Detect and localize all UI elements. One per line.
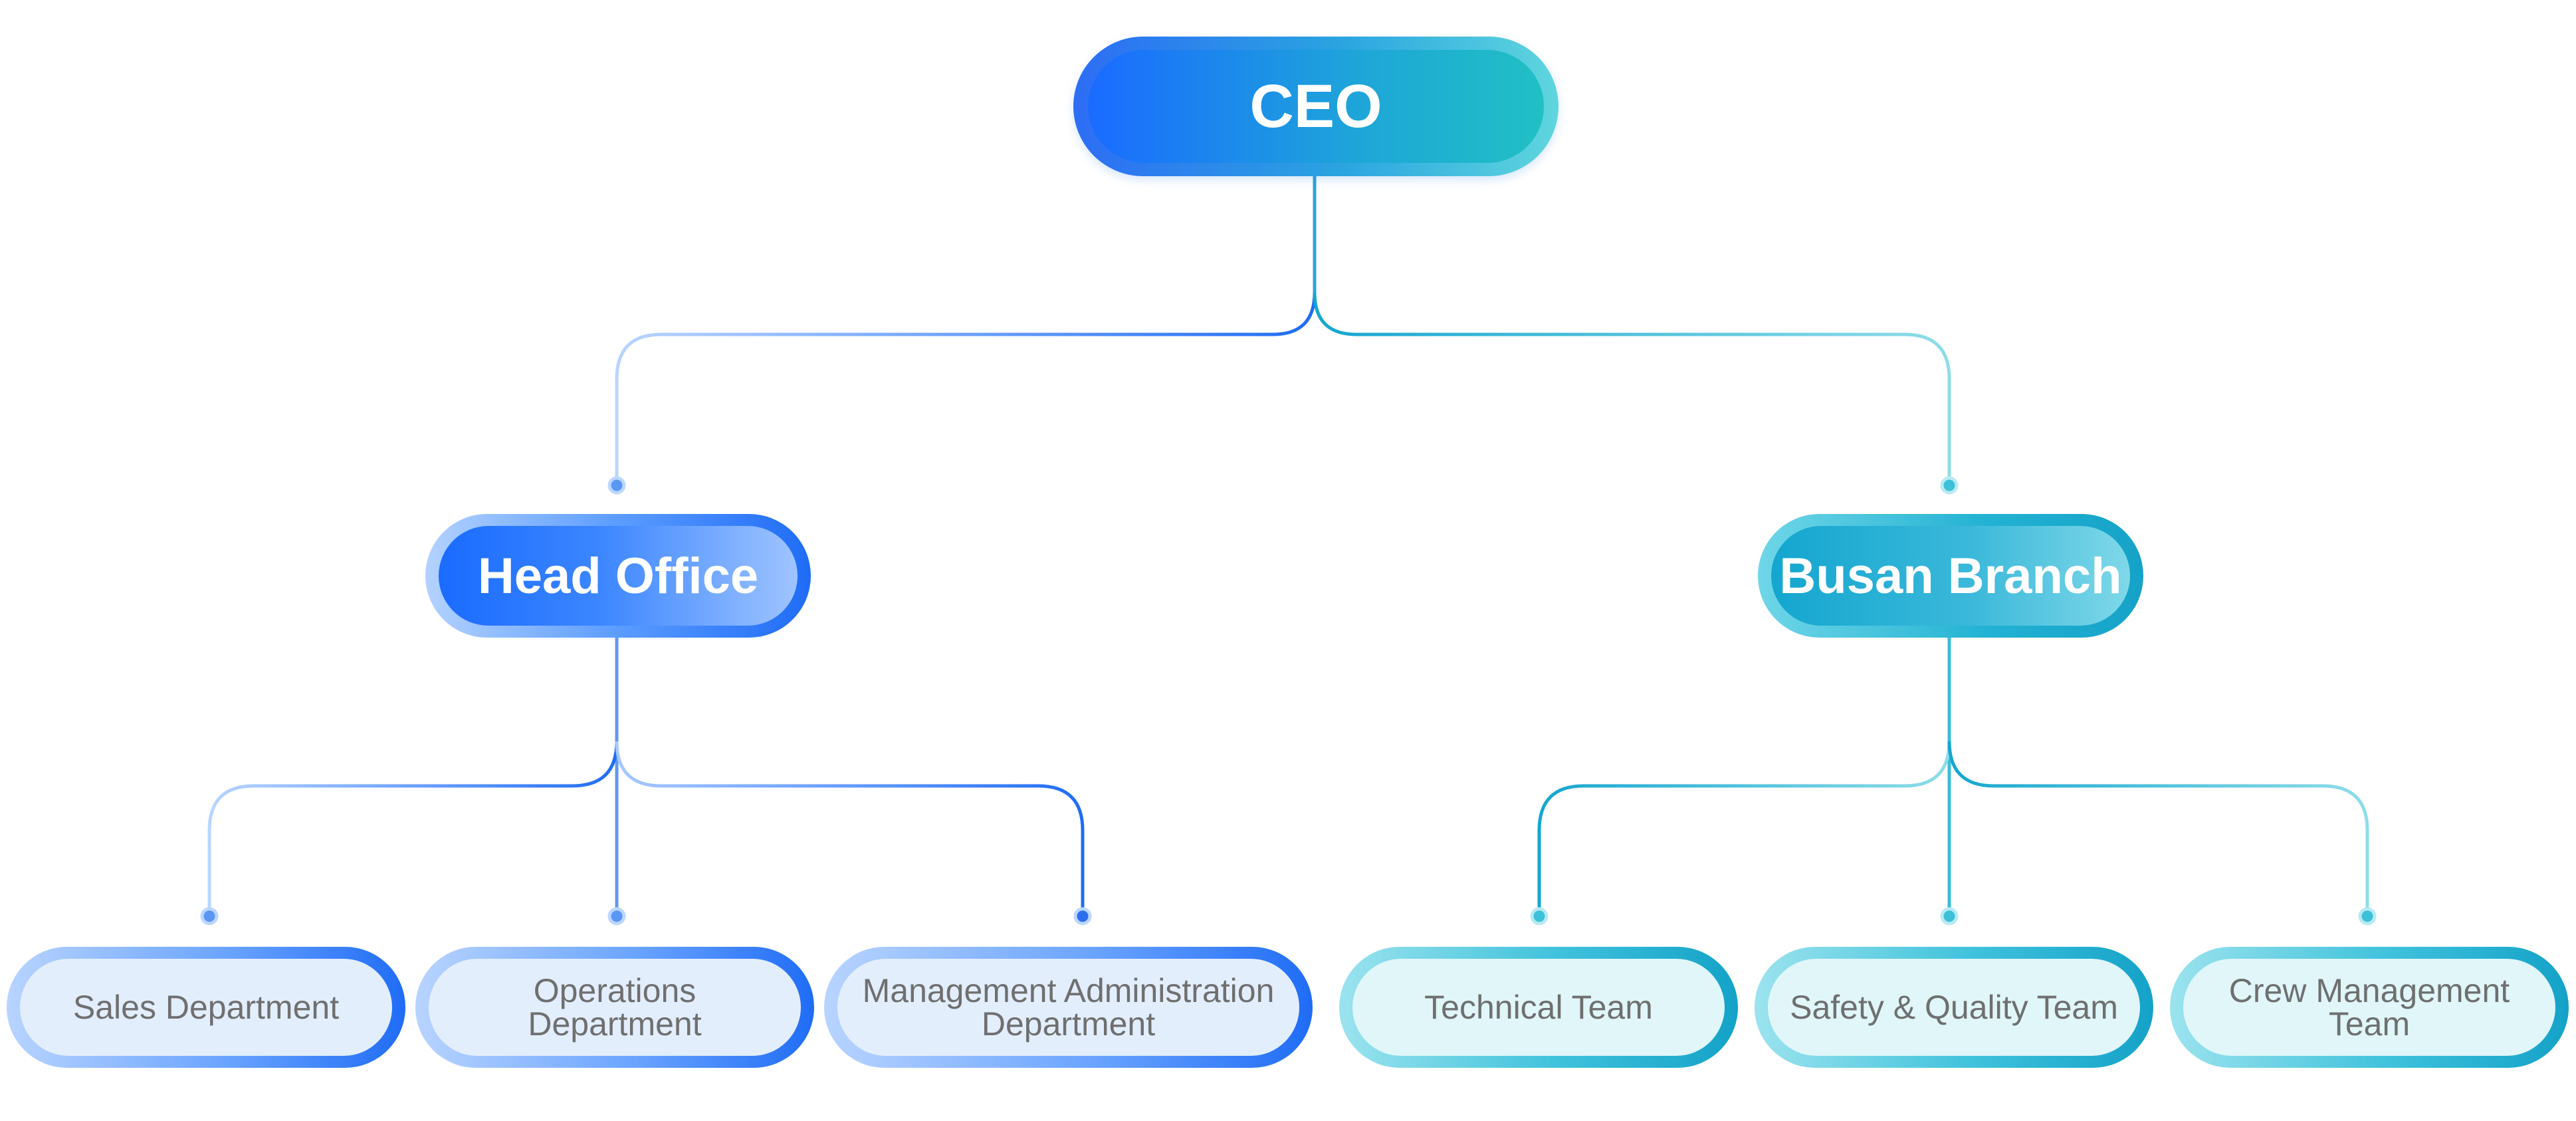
busan-branch-node: Busan Branch (1758, 514, 2143, 638)
safety-quality-team-node: Safety & Quality Team (1755, 947, 2153, 1068)
management-administration-department-node: Management Administration Department (824, 947, 1313, 1068)
connector-dot-operations (607, 907, 626, 926)
ceo-label: CEO (1249, 72, 1382, 140)
connector-dot-management (1073, 907, 1092, 926)
connector-dot-technical (1530, 907, 1549, 926)
safety-quality-team-node-inner: Safety & Quality Team (1768, 959, 2140, 1056)
busan-branch-node-inner: Busan Branch (1771, 526, 2130, 626)
technical-team-node: Technical Team (1339, 947, 1738, 1068)
safety-quality-team-label: Safety & Quality Team (1790, 989, 2118, 1026)
connector-dot-head-office (607, 476, 626, 495)
crew-management-team-label: Crew Management Team (2228, 972, 2510, 1043)
connector-busan-crew (1947, 741, 2369, 914)
busan-branch-label: Busan Branch (1779, 547, 2122, 604)
connector-ceo-busan-branch (1313, 292, 1951, 483)
technical-team-label: Technical Team (1424, 989, 1653, 1026)
connector-dot-busan-branch (1940, 476, 1959, 495)
operations-department-label: Operations Department (528, 972, 702, 1043)
connector-head-office-sales (207, 741, 619, 914)
connector-ceo-head-office (615, 292, 1317, 483)
sales-department-label: Sales Department (72, 989, 340, 1026)
connector-head-office-management (615, 741, 1085, 914)
connector-dot-safety (1940, 907, 1959, 926)
technical-team-node-inner: Technical Team (1352, 959, 1725, 1056)
crew-management-team-node: Crew Management Team (2170, 947, 2569, 1068)
connector-busan-technical (1537, 741, 1951, 914)
crew-management-team-node-inner: Crew Management Team (2183, 959, 2555, 1056)
connector-dot-sales (200, 907, 219, 926)
head-office-node-inner: Head Office (439, 526, 798, 626)
connector-dot-crew (2358, 907, 2377, 926)
head-office-label: Head Office (477, 547, 759, 604)
head-office-node: Head Office (425, 514, 811, 638)
management-administration-department-node-inner: Management Administration Department (837, 959, 1299, 1056)
sales-department-node: Sales Department (7, 947, 405, 1068)
sales-department-node-inner: Sales Department (20, 959, 392, 1056)
ceo-node: CEO (1073, 37, 1558, 176)
management-administration-department-label: Management Administration Department (862, 972, 1275, 1043)
operations-department-node: Operations Department (415, 947, 814, 1068)
ceo-node-inner: CEO (1088, 50, 1544, 163)
operations-department-node-inner: Operations Department (429, 959, 801, 1056)
